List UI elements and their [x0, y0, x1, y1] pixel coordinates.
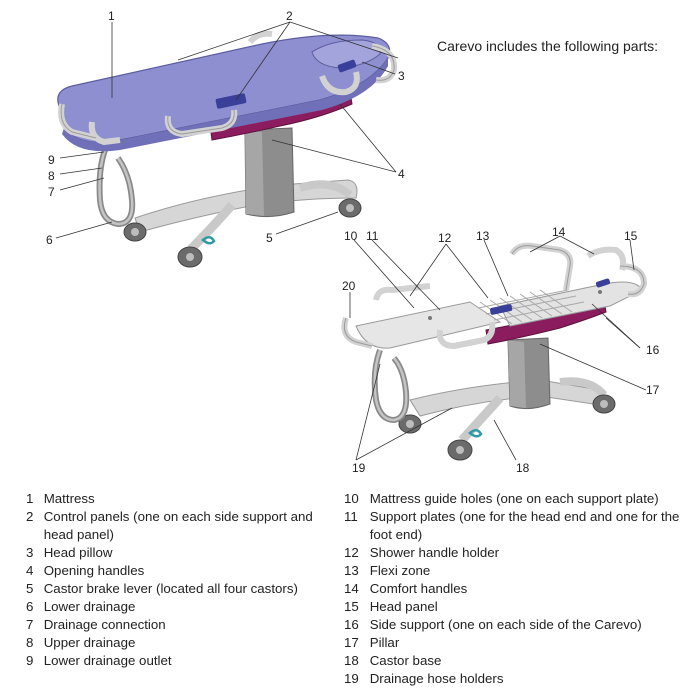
callout-3: 3 [398, 69, 405, 83]
legend-number: 11 [344, 509, 358, 524]
callout-15: 15 [624, 229, 638, 243]
callout-14: 14 [552, 225, 566, 239]
legend-item: 9 Lower drainage outlet [26, 652, 326, 670]
callout-18: 18 [516, 461, 530, 475]
legend-item: 15 Head panel [344, 598, 694, 616]
legend-text: Upper drainage [43, 635, 136, 650]
callout-7: 7 [48, 185, 55, 199]
legend-text: Opening handles [43, 563, 145, 578]
legend-text: Head pillow [43, 545, 113, 560]
leader-lines [55, 21, 647, 461]
legend-item: 13 Flexi zone [344, 562, 694, 580]
legend-number: 18 [344, 653, 359, 668]
legend-text: Castor brake lever (located all four cas… [43, 581, 298, 596]
callout-4: 4 [398, 167, 405, 181]
legend-number: 2 [26, 509, 34, 524]
legend-text: Mattress guide holes (one on each suppor… [369, 491, 659, 506]
callout-1: 1 [108, 9, 115, 23]
legend-item: 1 Mattress [26, 490, 326, 508]
legend-item: 4 Opening handles [26, 562, 326, 580]
callout-11: 11 [366, 229, 379, 243]
legend-item: 19 Drainage hose holders [344, 670, 694, 688]
legend-number: 15 [344, 599, 359, 614]
callout-16: 16 [646, 343, 660, 357]
legend-number: 6 [26, 599, 34, 614]
legend-item: 14 Comfort handles [344, 580, 694, 598]
legend-number: 13 [344, 563, 359, 578]
legend-number: 3 [26, 545, 34, 560]
legend-number: 17 [344, 635, 359, 650]
callout-19: 19 [352, 461, 366, 475]
callout-13: 13 [476, 229, 490, 243]
callout-5: 5 [266, 231, 273, 245]
legend-number: 19 [344, 671, 359, 686]
legend-item: 10 Mattress guide holes (one on each sup… [344, 490, 694, 508]
legend-item: 7 Drainage connection [26, 616, 326, 634]
legend-text: Castor base [369, 653, 442, 668]
legend-item: 6 Lower drainage [26, 598, 326, 616]
legend-left: 1 Mattress 2 Control panels (one on each… [26, 490, 326, 670]
legend-item: 16 Side support (one on each side of the… [344, 616, 694, 634]
legend-text: Lower drainage [43, 599, 136, 614]
legend-text: Control panels (one on each side support… [43, 509, 313, 542]
legend-item: 3 Head pillow [26, 544, 326, 562]
legend-text: Side support (one on each side of the Ca… [369, 617, 642, 632]
legend-text: Shower handle holder [369, 545, 500, 560]
legend-item: 2 Control panels (one on each side suppo… [26, 508, 326, 544]
carevo-diagram: 1 2 3 4 5 6 7 8 9 10 11 12 13 14 15 16 1… [46, 9, 660, 475]
legend-text: Lower drainage outlet [43, 653, 172, 668]
callout-8: 8 [48, 169, 55, 183]
legend-number: 9 [26, 653, 34, 668]
callout-2: 2 [286, 9, 293, 23]
legend-number: 10 [344, 491, 359, 506]
legend-number: 7 [26, 617, 34, 632]
legend-number: 8 [26, 635, 34, 650]
intro-text: Carevo includes the following parts: [437, 38, 659, 54]
legend-right: 10 Mattress guide holes (one on each sup… [344, 490, 694, 688]
legend-number: 12 [344, 545, 359, 560]
callout-numbers: 1 2 3 4 5 6 7 8 9 10 11 12 13 14 15 16 1… [46, 9, 660, 475]
legend-item: 8 Upper drainage [26, 634, 326, 652]
legend-text: Drainage connection [43, 617, 166, 632]
legend-text: Support plates (one for the head end and… [369, 509, 680, 542]
carevo-trolley-without-mattress [341, 242, 647, 461]
legend-item: 11 Support plates (one for the head end … [344, 508, 694, 544]
legend-number: 1 [26, 491, 34, 506]
legend-text: Comfort handles [369, 581, 468, 596]
carevo-trolley-with-mattress [57, 30, 398, 268]
legend-text: Flexi zone [369, 563, 431, 578]
legend-item: 18 Castor base [344, 652, 694, 670]
callout-9: 9 [48, 153, 55, 167]
legend-item: 12 Shower handle holder [344, 544, 694, 562]
callout-17: 17 [646, 383, 660, 397]
legend-text: Pillar [369, 635, 400, 650]
callout-20: 20 [342, 279, 356, 293]
legend-item: 5 Castor brake lever (located all four c… [26, 580, 326, 598]
legend-number: 5 [26, 581, 34, 596]
callout-10: 10 [344, 229, 358, 243]
legend-number: 14 [344, 581, 359, 596]
legend-number: 4 [26, 563, 34, 578]
legend-item: 17 Pillar [344, 634, 694, 652]
callout-6: 6 [46, 233, 53, 247]
callout-12: 12 [438, 231, 452, 245]
legend-text: Head panel [369, 599, 438, 614]
legend-text: Mattress [43, 491, 95, 506]
legend-text: Drainage hose holders [369, 671, 504, 686]
legend-number: 16 [344, 617, 359, 632]
